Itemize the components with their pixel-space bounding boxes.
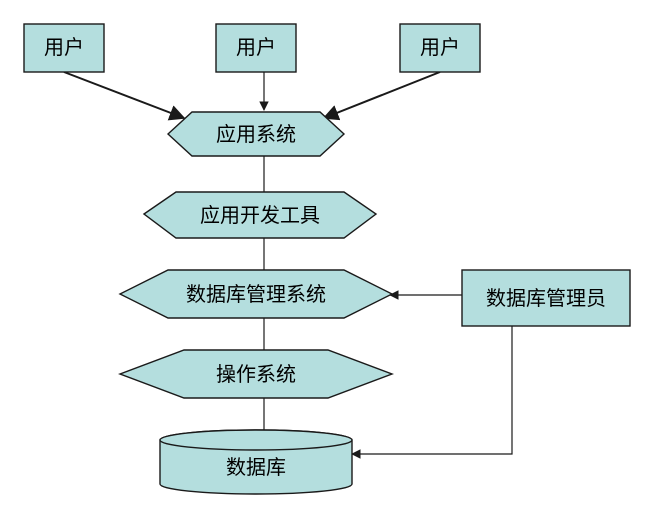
app-dev-tools-node: 应用开发工具 (142, 191, 378, 239)
database-label: 数据库 (226, 455, 286, 479)
arrow-dba-to-database (351, 326, 513, 459)
operating-system-label: 操作系统 (216, 362, 296, 386)
user-box-center: 用户 (215, 23, 297, 73)
dba-label: 数据库管理员 (486, 286, 606, 310)
app-dev-tools-label: 应用开发工具 (200, 203, 320, 227)
user-box-left: 用户 (23, 23, 105, 73)
database-cylinder: 数据库 (159, 429, 353, 495)
dba-box: 数据库管理员 (461, 269, 631, 327)
user-label-left: 用户 (44, 35, 84, 59)
application-system-node: 应用系统 (166, 111, 346, 157)
user-box-right: 用户 (399, 23, 481, 73)
user-label-right: 用户 (420, 35, 460, 59)
dbms-node: 数据库管理系统 (118, 269, 394, 319)
arrow-user1-to-app (63, 71, 186, 121)
application-system-label: 应用系统 (216, 122, 296, 146)
user-label-center: 用户 (236, 35, 276, 59)
dbms-label: 数据库管理系统 (186, 282, 326, 306)
operating-system-node: 操作系统 (118, 349, 394, 399)
arrow-user3-to-app (322, 71, 441, 121)
